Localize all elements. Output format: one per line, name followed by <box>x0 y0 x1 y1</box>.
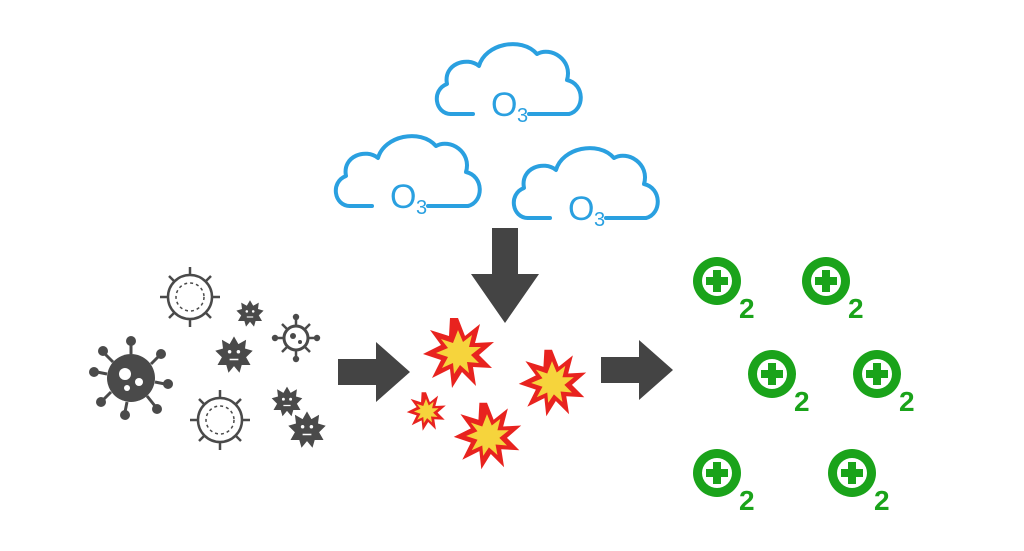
virus-icon <box>160 267 220 327</box>
oxygen-plus-icon <box>802 257 850 305</box>
oxygen-molecule: 2 <box>802 257 864 324</box>
oxygen-subscript: 2 <box>794 386 810 417</box>
explosion-icon <box>406 392 446 431</box>
arrow-icon <box>338 342 410 402</box>
cloud-formula-subscript: 3 <box>416 197 427 219</box>
oxygen-subscript: 2 <box>874 485 890 516</box>
ozone-cloud: O 3 <box>511 146 660 231</box>
germ-icon <box>271 313 321 363</box>
germ-icon <box>287 410 327 449</box>
oxygen-subscript: 2 <box>739 485 755 516</box>
explosion-icon <box>453 402 522 470</box>
cloud-formula-element: O <box>568 190 594 228</box>
oxygen-subscript: 2 <box>739 293 755 324</box>
oxygen-molecule: 2 <box>828 449 890 516</box>
explosions-cluster <box>406 318 587 470</box>
ozone-cloud: O 3 <box>333 134 482 219</box>
arrow-icon <box>601 340 673 400</box>
oxygen-molecule: 2 <box>693 257 755 324</box>
ozone-cloud: O 3 <box>434 42 583 127</box>
oxygen-plus-icon <box>693 449 741 497</box>
germ-icon <box>214 335 254 374</box>
oxygen-subscript: 2 <box>848 293 864 324</box>
oxygen-molecule: 2 <box>748 350 810 417</box>
arrow-icon-down <box>471 228 539 323</box>
cloud-formula-subscript: 3 <box>517 105 528 127</box>
oxygen-plus-icon <box>693 257 741 305</box>
oxygen-plus-icon <box>853 350 901 398</box>
cloud-formula-element: O <box>491 86 517 124</box>
explosion-icon <box>518 349 587 417</box>
microbes-cluster <box>89 267 327 450</box>
bacteria-icon <box>89 336 173 420</box>
germ-icon <box>271 385 303 417</box>
oxygen-subscript: 2 <box>899 386 915 417</box>
germ-icon <box>235 299 265 328</box>
cloud-formula-element: O <box>390 178 416 216</box>
virus-icon <box>190 390 250 450</box>
oxygen-plus-icon <box>748 350 796 398</box>
oxygen-molecule: 2 <box>693 449 755 516</box>
oxygen-molecule: 2 <box>853 350 915 417</box>
oxygen-plus-icon <box>828 449 876 497</box>
explosion-icon <box>423 318 494 388</box>
cloud-formula-subscript: 3 <box>594 209 605 231</box>
